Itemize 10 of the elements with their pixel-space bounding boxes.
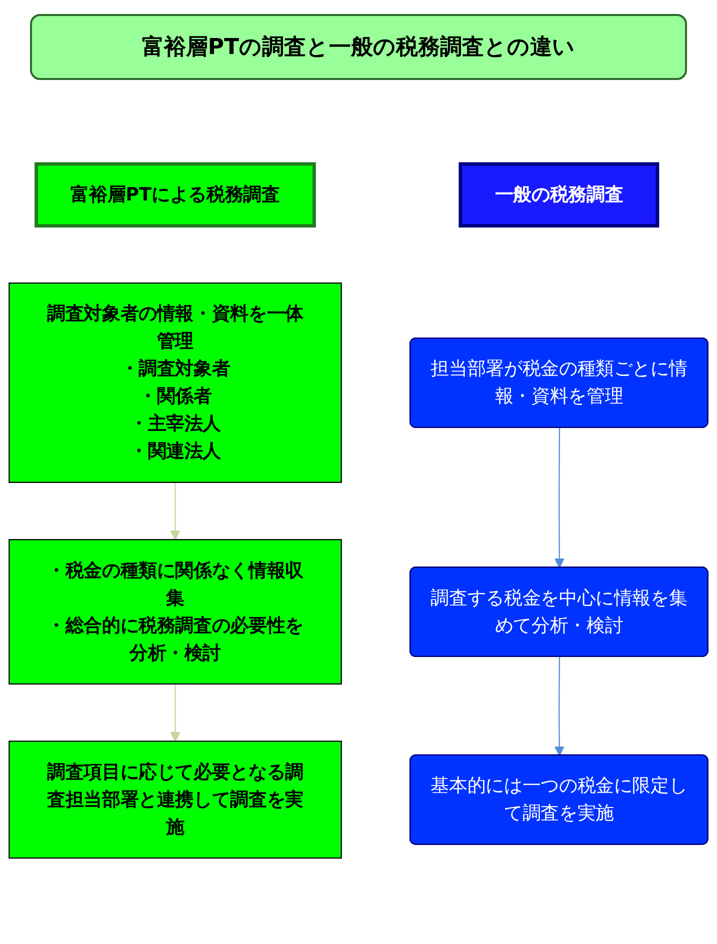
node-box: 調査対象者の情報・資料を一体管理 ・調査対象者 ・関係者 ・主宰法人 ・関連法人	[8, 282, 342, 483]
arrow	[170, 684, 180, 742]
title-banner: 富裕層PTの調査と一般の税務調査との違い	[30, 14, 687, 80]
node-box: 富裕層PTによる税務調査	[34, 162, 316, 228]
arrow	[554, 428, 564, 568]
node-box: 調査項目に応じて必要となる調査担当部署と連携して調査を実施	[8, 740, 342, 859]
arrow	[170, 482, 180, 540]
arrow	[554, 657, 564, 756]
node-box: 一般の税務調査	[458, 162, 660, 228]
node-box: ・税金の種類に関係なく情報収集 ・総合的に税務調査の必要性を分析・検討	[8, 539, 342, 685]
